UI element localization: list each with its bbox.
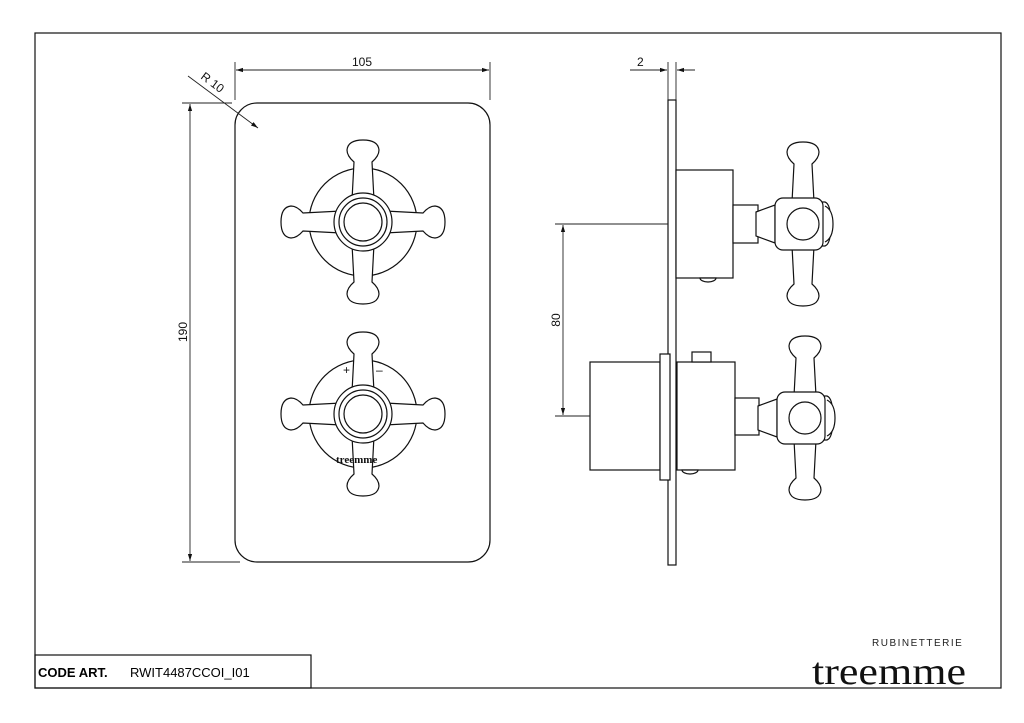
handle-arm [346, 331, 380, 393]
side-view [589, 99, 836, 566]
handle-arm [788, 439, 822, 501]
cap-ring [824, 205, 834, 243]
minus-mark: – [376, 363, 383, 377]
handle-arm [788, 335, 822, 397]
svg-text:R 10: R 10 [198, 69, 227, 96]
handle-neck [757, 398, 778, 438]
hub-cap [343, 394, 383, 434]
lower-stem [734, 397, 760, 436]
handle-arm [786, 141, 820, 203]
cap-ring [826, 399, 836, 437]
plus-mark: + [343, 363, 350, 377]
code-art-value: RWIT4487CCOI_I01 [130, 665, 250, 680]
spacing-dimension: 80 [549, 223, 668, 417]
lower-rear-body [589, 361, 661, 471]
upper-handle-front [280, 139, 446, 305]
hub-cap [343, 202, 383, 242]
upper-stem [732, 204, 759, 244]
brand-logo: treemme [812, 651, 966, 693]
handle-arm [280, 397, 342, 431]
code-block [34, 654, 312, 689]
brand-subtitle: RUBINETTERIE [872, 638, 963, 649]
handle-arm [384, 205, 446, 239]
side-plate [667, 99, 677, 566]
svg-text:80: 80 [549, 313, 563, 327]
svg-text:190: 190 [176, 322, 190, 342]
handle-arm [280, 205, 342, 239]
svg-text:105: 105 [352, 55, 372, 69]
handle-arm [346, 435, 380, 497]
plate-thickness-dimension: 2 [630, 55, 695, 100]
lower-flange [659, 353, 671, 481]
upper-body [675, 169, 734, 279]
lower-knob [691, 351, 712, 363]
handle-arm [346, 139, 380, 201]
handle-arm [384, 397, 446, 431]
lower-body [676, 361, 736, 471]
height-dimension: 190 [176, 102, 240, 563]
width-dimension: 105 [234, 55, 491, 100]
lower-handle-side [757, 335, 836, 501]
handle-hole [786, 207, 820, 241]
handle-arm [786, 245, 820, 307]
svg-text:2: 2 [637, 55, 644, 69]
upper-handle-side [755, 141, 834, 307]
drawing-border [34, 32, 1002, 689]
lower-handle-front: treemme [280, 331, 446, 497]
code-art-label: CODE ART. [38, 665, 108, 680]
handle-arm [346, 243, 380, 305]
escutcheon-logo: treemme [336, 454, 377, 466]
handle-neck [755, 204, 776, 244]
handle-hole [788, 401, 822, 435]
